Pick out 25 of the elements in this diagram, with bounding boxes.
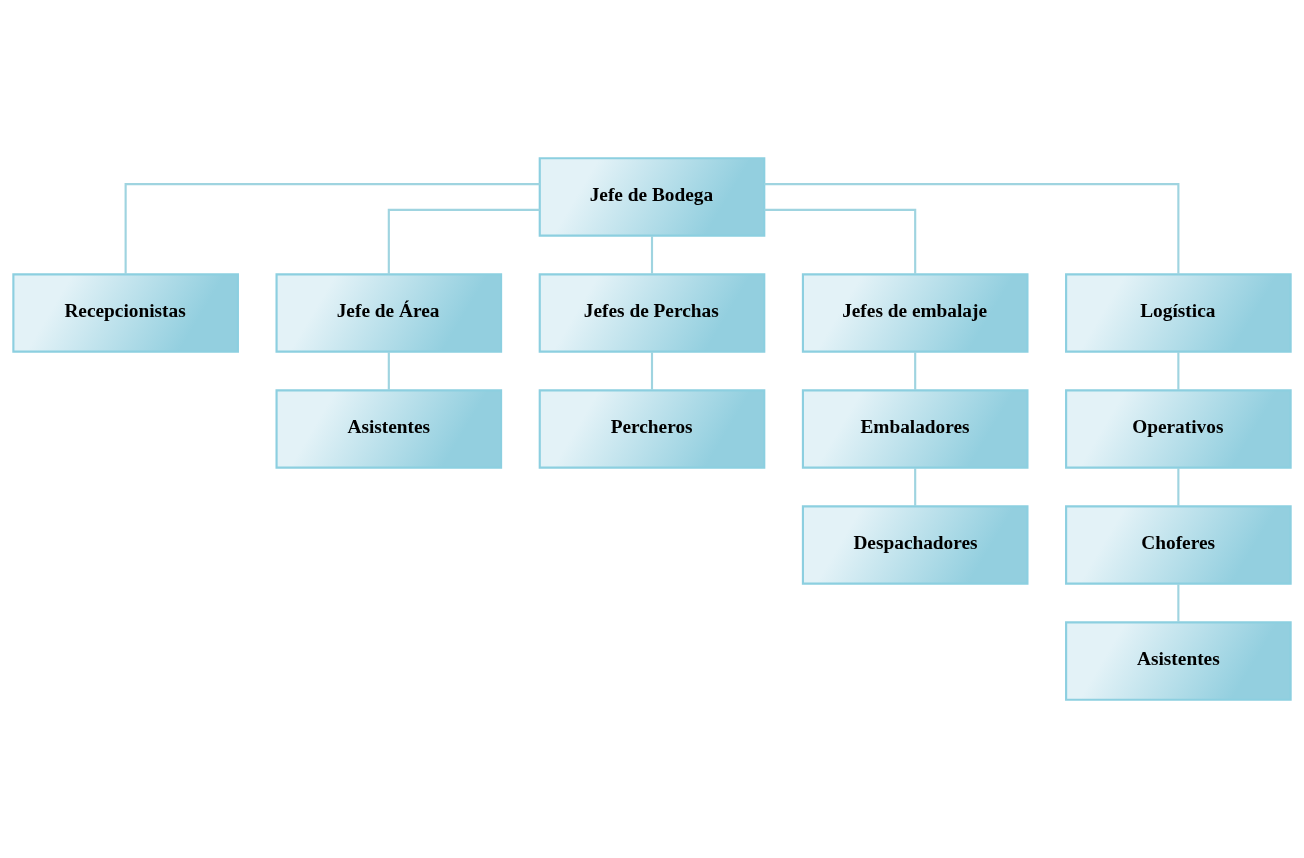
- node-box: Recepcionistas: [12, 273, 239, 353]
- node-box: Asistentes: [1065, 621, 1292, 701]
- connector: [914, 351, 917, 390]
- connector: [764, 208, 917, 275]
- node-box: Asistentes: [275, 389, 503, 469]
- node-box: Operativos: [1065, 389, 1292, 469]
- node-box: Logística: [1065, 273, 1292, 353]
- connector: [1177, 467, 1180, 506]
- node-box: Percheros: [538, 389, 766, 469]
- node-box: Jefes de Perchas: [538, 273, 766, 353]
- node-box: Jefe de Área: [275, 273, 503, 353]
- connector: [1177, 351, 1180, 390]
- node-box: Embaladores: [801, 389, 1029, 469]
- connector: [650, 235, 654, 274]
- connector: [764, 183, 1180, 275]
- node-box: Despachadores: [801, 505, 1029, 585]
- connector: [387, 351, 390, 390]
- node-box: Jefes de embalaje: [801, 273, 1029, 353]
- connector: [650, 351, 654, 390]
- connector: [387, 208, 540, 275]
- connector: [124, 183, 540, 275]
- node-box: Choferes: [1065, 505, 1292, 585]
- connector: [1177, 583, 1180, 622]
- connector: [914, 467, 917, 506]
- node-box: Jefe de Bodega: [538, 157, 766, 237]
